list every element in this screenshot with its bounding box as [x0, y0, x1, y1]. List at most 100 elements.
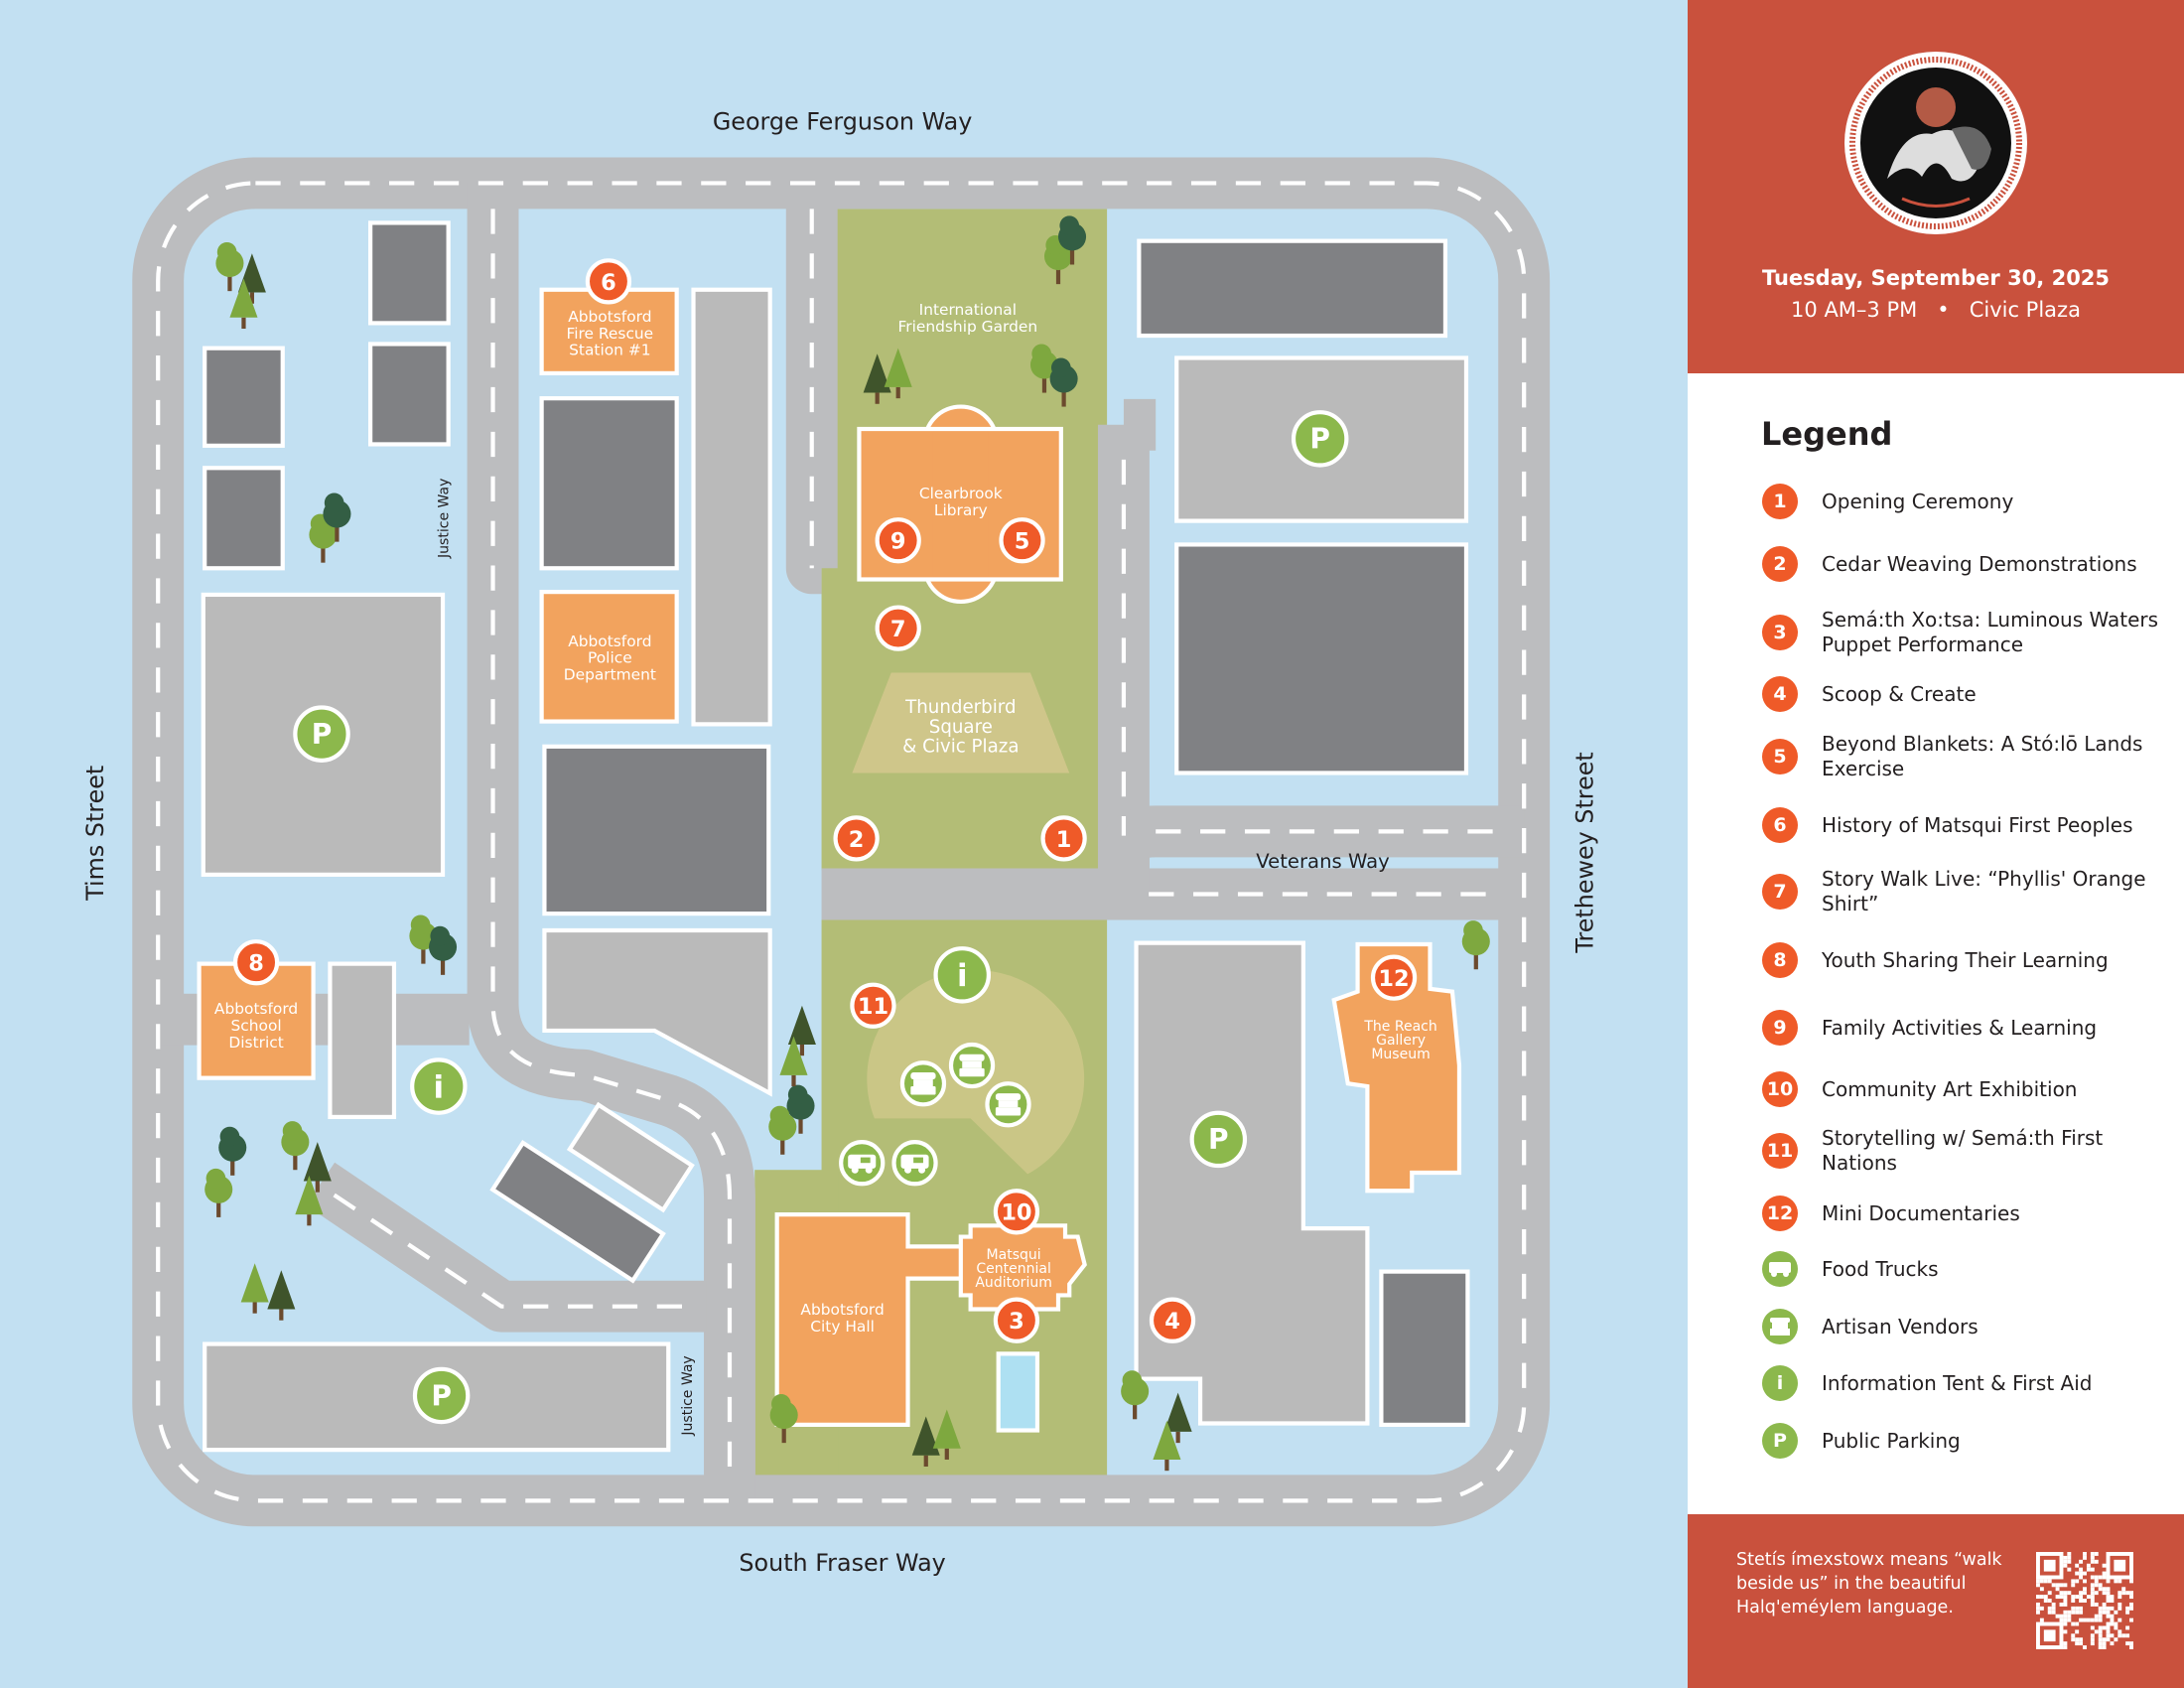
event-marker-3[interactable]: 3 [993, 1297, 1040, 1343]
legend-item-label: Semá:th Xo:tsa: Luminous Waters Puppet P… [1822, 608, 2159, 656]
event-marker-6[interactable]: 6 [585, 258, 632, 305]
event-marker-8[interactable]: 8 [232, 939, 280, 986]
event-number-badge: 9 [1762, 1010, 1798, 1046]
food-truck-marker[interactable] [839, 1140, 886, 1187]
legend-item-label: Mini Documentaries [1822, 1200, 2020, 1225]
parking-marker[interactable]: P [1291, 410, 1349, 468]
event-number-badge: 10 [1762, 1071, 1798, 1107]
pine-tree-icon [240, 1263, 269, 1314]
parking-marker[interactable]: P [1189, 1110, 1248, 1169]
info-icon: i [1762, 1365, 1798, 1401]
legend-item-label: Beyond Blankets: A Stó:lō Lands Exercise [1822, 732, 2143, 780]
marker-circle [999, 517, 1045, 564]
street-south-fraser-way: South Fraser Way [739, 1549, 945, 1577]
parking-marker[interactable]: P [293, 705, 350, 763]
label: Department [564, 665, 656, 683]
label: Abbotsford [800, 1301, 884, 1319]
event-marker-1[interactable]: 1 [1040, 815, 1087, 862]
artisan-vendor-marker[interactable] [899, 1060, 947, 1107]
label: City Hall [810, 1318, 875, 1336]
event-marker-12[interactable]: 12 [1370, 954, 1418, 1001]
tree-icon [1029, 344, 1059, 393]
pine-tree-icon [1163, 1392, 1192, 1444]
legend-title: Legend [1761, 415, 1893, 453]
marker-circle [833, 815, 880, 862]
info-marker[interactable]: i [933, 946, 991, 1004]
event-number-badge: 8 [1762, 942, 1798, 978]
event-marker-5[interactable]: 5 [999, 517, 1045, 564]
tree-icon [1461, 920, 1490, 970]
event-number-badge: 5 [1762, 739, 1798, 774]
food-truck-icon [1762, 1251, 1798, 1287]
street-trethewey-street: Trethewey Street [1571, 752, 1599, 953]
legend-item-artisan-vendor: Artisan Vendors [1688, 1297, 2184, 1356]
marker-number: 7 [890, 617, 906, 642]
tree-icon [323, 492, 351, 542]
legend-item-label: Community Art Exhibition [1822, 1076, 2078, 1101]
label: The Reach [1363, 1019, 1436, 1035]
legend-item-label: Public Parking [1822, 1428, 1961, 1453]
label: Abbotsford [568, 308, 651, 326]
tree-icon [768, 1105, 797, 1155]
marker-circle [585, 258, 632, 305]
label: Library [934, 501, 988, 519]
event-number-badge: 7 [1762, 874, 1798, 910]
marker-number: 9 [890, 529, 906, 555]
event-number-badge: 3 [1762, 615, 1798, 650]
artisan-vendor-icon [910, 1072, 936, 1095]
marker-circle [1149, 1297, 1196, 1343]
event-number-badge: 4 [1762, 676, 1798, 712]
legend-item-label: Food Trucks [1822, 1256, 1939, 1281]
parking-icon: P [1309, 423, 1330, 456]
marker-number: 10 [1001, 1200, 1031, 1226]
legend-item-label: History of Matsqui First Peoples [1822, 812, 2133, 837]
label: International [919, 301, 1017, 319]
street-justice-way: Justice Way [680, 1355, 696, 1436]
label: & Civic Plaza [902, 736, 1019, 757]
legend-item-label: Youth Sharing Their Learning [1822, 947, 2109, 972]
food-truck-marker[interactable] [891, 1140, 938, 1187]
legend-item-event-8: 8 Youth Sharing Their Learning [1688, 930, 2184, 990]
marker-circle [1370, 954, 1418, 1001]
pine-tree-icon [295, 1175, 324, 1226]
event-marker-2[interactable]: 2 [833, 815, 880, 862]
event-location: Civic Plaza [1969, 298, 2081, 322]
pine-tree-icon [229, 278, 258, 330]
qr-code[interactable] [2036, 1552, 2133, 1649]
event-date: Tuesday, September 30, 2025 [1761, 266, 2111, 290]
parking-marker[interactable]: P [412, 1366, 471, 1425]
legend-item-label: Scoop & Create [1822, 681, 1977, 706]
pine-tree-icon [267, 1270, 296, 1321]
artisan-vendor-marker[interactable] [985, 1081, 1031, 1128]
food-truck-icon [848, 1154, 877, 1174]
artisan-vendor-icon [995, 1093, 1022, 1116]
event-marker-11[interactable]: 11 [850, 982, 896, 1029]
event-marker-4[interactable]: 4 [1149, 1297, 1196, 1343]
legend-item-event-3: 3 Semá:th Xo:tsa: Luminous Waters Puppet … [1688, 603, 2184, 662]
artisan-vendor-icon [1762, 1309, 1798, 1344]
info-marker[interactable]: i [410, 1057, 468, 1115]
legend-item-event-4: 4 Scoop & Create [1688, 664, 2184, 724]
legend-item-event-5: 5 Beyond Blankets: A Stó:lō Lands Exercis… [1688, 727, 2184, 786]
pine-tree-icon [303, 1142, 332, 1193]
event-marker-10[interactable]: 10 [993, 1189, 1040, 1235]
trees [205, 215, 1490, 1472]
marker-circle [1040, 815, 1087, 862]
event-marker-7[interactable]: 7 [875, 605, 921, 651]
tree-icon [786, 1084, 815, 1134]
artisan-vendor-marker[interactable] [948, 1042, 996, 1089]
event-marker-9[interactable]: 9 [875, 517, 921, 564]
event-number-badge: 6 [1762, 807, 1798, 843]
label: Square [929, 717, 993, 738]
